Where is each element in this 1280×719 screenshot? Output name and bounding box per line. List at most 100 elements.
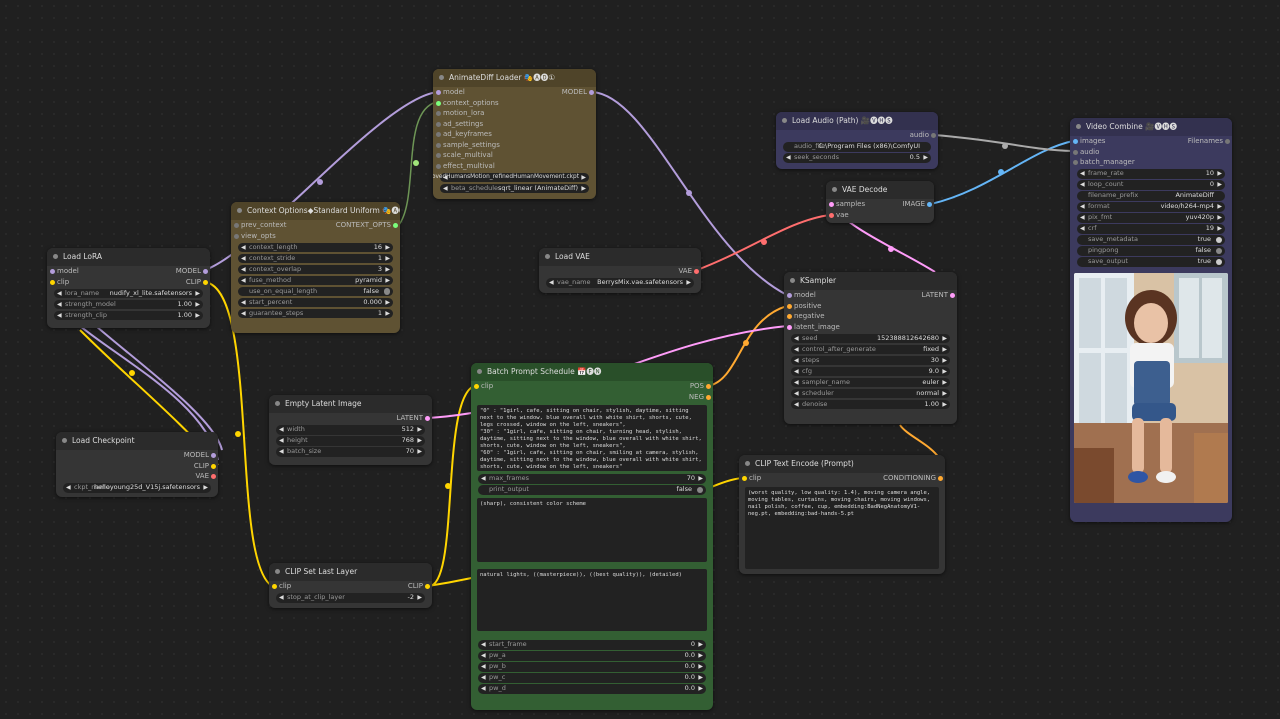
- arrow-left-icon[interactable]: ◀: [481, 663, 486, 670]
- output-clip[interactable]: CLIP: [193, 461, 217, 470]
- input-audio[interactable]: audio: [1070, 147, 1232, 158]
- toggle-knob[interactable]: [1215, 236, 1222, 243]
- node-title[interactable]: VAE Decode: [826, 181, 934, 199]
- toggle-knob[interactable]: [1215, 247, 1222, 254]
- input-scale-multival[interactable]: scale_multival: [433, 150, 596, 161]
- arrow-right-icon[interactable]: ▶: [195, 311, 200, 319]
- arrow-right-icon[interactable]: ▶: [942, 345, 947, 353]
- video-preview-image[interactable]: [1074, 272, 1228, 503]
- arrow-right-icon[interactable]: ▶: [1217, 170, 1222, 177]
- arrow-left-icon[interactable]: ◀: [241, 298, 246, 306]
- output-conditioning[interactable]: CONDITIONING: [883, 474, 943, 482]
- arrow-right-icon[interactable]: ▶: [203, 484, 208, 491]
- arrow-right-icon[interactable]: ▶: [1217, 214, 1222, 221]
- arrow-left-icon[interactable]: ◀: [481, 475, 486, 482]
- prompt-textarea[interactable]: (worst quality, low quality: 1.4), movin…: [745, 486, 939, 569]
- input-positive[interactable]: positive: [784, 301, 957, 312]
- prompt-schedule-textarea[interactable]: "0" : "1girl, cafe, sitting on chair, st…: [477, 405, 707, 471]
- arrow-right-icon[interactable]: ▶: [1217, 225, 1222, 232]
- input-latent-image[interactable]: latent_image: [784, 322, 957, 333]
- output-image[interactable]: IMAGE: [902, 200, 932, 208]
- arrow-left-icon[interactable]: ◀: [481, 674, 486, 681]
- arrow-right-icon[interactable]: ▶: [942, 367, 947, 375]
- arrow-right-icon[interactable]: ▶: [1217, 203, 1222, 210]
- arrow-left-icon[interactable]: ◀: [794, 389, 799, 397]
- output-model[interactable]: MODEL: [175, 267, 209, 275]
- node-title[interactable]: Video Combine 🎥🅥🅗🅢: [1070, 118, 1232, 136]
- arrow-left-icon[interactable]: ◀: [279, 594, 284, 601]
- toggle-knob[interactable]: [383, 288, 390, 295]
- arrow-right-icon[interactable]: ▶: [1217, 181, 1222, 188]
- output-clip[interactable]: CLIP: [185, 277, 209, 286]
- node-title[interactable]: Load Audio (Path) 🎥🅥🅗🅢: [776, 112, 938, 130]
- arrow-right-icon[interactable]: ▶: [385, 276, 390, 284]
- node-title[interactable]: Batch Prompt Schedule 📅🅕🅝: [471, 363, 713, 381]
- app-text-textarea[interactable]: natural lights, ((masterpiece)), ((best …: [477, 568, 707, 631]
- node-title[interactable]: Empty Latent Image: [269, 395, 432, 413]
- arrow-right-icon[interactable]: ▶: [698, 685, 703, 692]
- output-latent[interactable]: LATENT: [396, 414, 430, 422]
- arrow-left-icon[interactable]: ◀: [794, 378, 799, 386]
- arrow-right-icon[interactable]: ▶: [686, 279, 691, 286]
- arrow-left-icon[interactable]: ◀: [241, 243, 246, 251]
- output-clip[interactable]: CLIP: [407, 582, 431, 590]
- input-negative[interactable]: negative: [784, 311, 957, 322]
- toggle-knob[interactable]: [1215, 258, 1222, 265]
- output-latent[interactable]: LATENT: [921, 291, 955, 299]
- arrow-right-icon[interactable]: ▶: [195, 289, 200, 297]
- arrow-left-icon[interactable]: ◀: [549, 279, 554, 286]
- arrow-left-icon[interactable]: ◀: [481, 652, 486, 659]
- arrow-left-icon[interactable]: ◀: [241, 254, 246, 262]
- arrow-right-icon[interactable]: ▶: [385, 298, 390, 306]
- output-filenames[interactable]: Filenames: [1187, 137, 1231, 145]
- input-context-options[interactable]: context_options: [433, 98, 596, 109]
- arrow-right-icon[interactable]: ▶: [698, 475, 703, 482]
- arrow-right-icon[interactable]: ▶: [417, 594, 422, 601]
- arrow-left-icon[interactable]: ◀: [279, 437, 284, 444]
- arrow-left-icon[interactable]: ◀: [241, 265, 246, 273]
- arrow-right-icon[interactable]: ▶: [942, 378, 947, 386]
- arrow-right-icon[interactable]: ▶: [698, 652, 703, 659]
- arrow-right-icon[interactable]: ▶: [385, 243, 390, 251]
- arrow-left-icon[interactable]: ◀: [1080, 225, 1085, 232]
- arrow-right-icon[interactable]: ▶: [385, 309, 390, 317]
- arrow-left-icon[interactable]: ◀: [241, 309, 246, 317]
- arrow-left-icon[interactable]: ◀: [241, 276, 246, 284]
- arrow-right-icon[interactable]: ▶: [581, 184, 586, 192]
- input-view-opts[interactable]: view_opts: [231, 231, 400, 242]
- node-title[interactable]: CLIP Text Encode (Prompt): [739, 455, 945, 473]
- arrow-left-icon[interactable]: ◀: [794, 334, 799, 342]
- output-model[interactable]: MODEL: [183, 451, 217, 459]
- arrow-right-icon[interactable]: ▶: [698, 663, 703, 670]
- arrow-left-icon[interactable]: ◀: [794, 400, 799, 408]
- node-title[interactable]: Load Checkpoint: [56, 432, 218, 450]
- arrow-right-icon[interactable]: ▶: [942, 400, 947, 408]
- node-title[interactable]: AnimateDiff Loader 🎭🅐🅓①: [433, 69, 596, 87]
- arrow-left-icon[interactable]: ◀: [786, 154, 791, 161]
